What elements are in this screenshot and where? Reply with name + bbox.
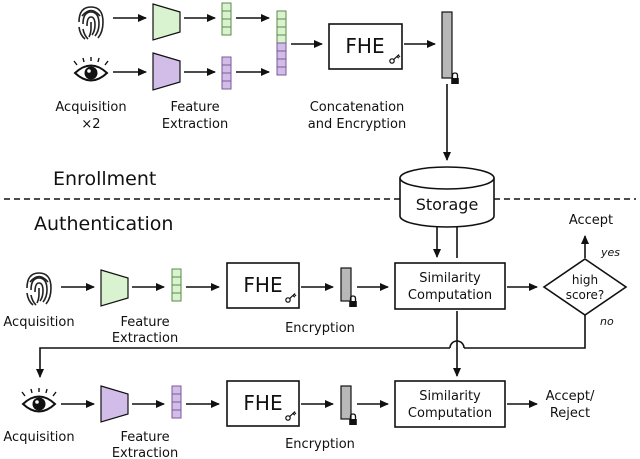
storage-label: Storage (416, 195, 479, 214)
decision-label: score? (566, 288, 605, 302)
feature-extractor-iris (152, 52, 181, 91)
feature-label: Feature (120, 430, 169, 445)
acquisition-count-label: ×2 (81, 117, 100, 132)
fingerprint-feature-vector (221, 2, 232, 36)
eye-icon (21, 387, 57, 413)
similarity-box-1 (394, 262, 506, 310)
similarity-label: Similarity (419, 389, 481, 404)
authentication-title: Authentication (34, 213, 173, 235)
acquisition-label: Acquisition (55, 100, 126, 115)
concatenated-feature-vector (276, 10, 287, 76)
computation-label: Computation (408, 406, 492, 421)
fingerprint-icon (78, 6, 104, 40)
fhe-box-auth-2 (226, 380, 300, 427)
similarity-box-2 (394, 380, 506, 428)
encrypted-probe (340, 267, 352, 302)
no-path (36, 347, 450, 378)
extraction-label: Extraction (112, 446, 178, 459)
decision-label: high (572, 273, 598, 287)
iris-feature-vector (221, 56, 232, 90)
similarity-label: Similarity (419, 271, 481, 286)
fhe-label: FHE (243, 391, 282, 415)
enrollment-title: Enrollment (53, 168, 156, 190)
fhe-box-auth-1 (226, 262, 300, 309)
fingerprint-icon (26, 272, 52, 306)
encryption-label: Encryption (285, 321, 355, 336)
extraction-label: Extraction (162, 117, 228, 132)
fingerprint-feature-vector (171, 268, 182, 302)
no-label: no (600, 315, 614, 328)
eye-icon (73, 56, 109, 82)
acquisition-label: Acquisition (3, 430, 74, 445)
acquisition-label: Acquisition (3, 315, 74, 330)
feature-label: Feature (120, 315, 169, 330)
storage-cylinder (399, 166, 495, 228)
feature-extractor-fingerprint (152, 3, 181, 41)
lock-icon (450, 72, 460, 85)
fhe-label: FHE (345, 34, 384, 58)
feature-label: Feature (170, 100, 219, 115)
extraction-label: Extraction (112, 331, 178, 346)
encryption-label: Encryption (285, 437, 355, 452)
no-path (464, 315, 586, 349)
concatenation-label: Concatenation (310, 100, 405, 115)
fhe-label: FHE (243, 273, 282, 297)
accept-label: Accept (569, 213, 613, 228)
decision-diamond (542, 258, 628, 316)
feature-extractor-iris (100, 385, 129, 423)
feature-extractor-fingerprint (100, 269, 129, 307)
encrypted-template (441, 11, 453, 79)
encrypted-probe (340, 385, 352, 420)
encryption-label: and Encryption (308, 117, 406, 132)
lock-icon (348, 295, 358, 308)
accept-reject-label: Accept/ (546, 389, 595, 404)
lock-icon (348, 413, 358, 426)
yes-label: yes (600, 246, 620, 259)
computation-label: Computation (408, 288, 492, 303)
accept-reject-label: Reject (550, 406, 590, 421)
iris-feature-vector (171, 385, 182, 419)
